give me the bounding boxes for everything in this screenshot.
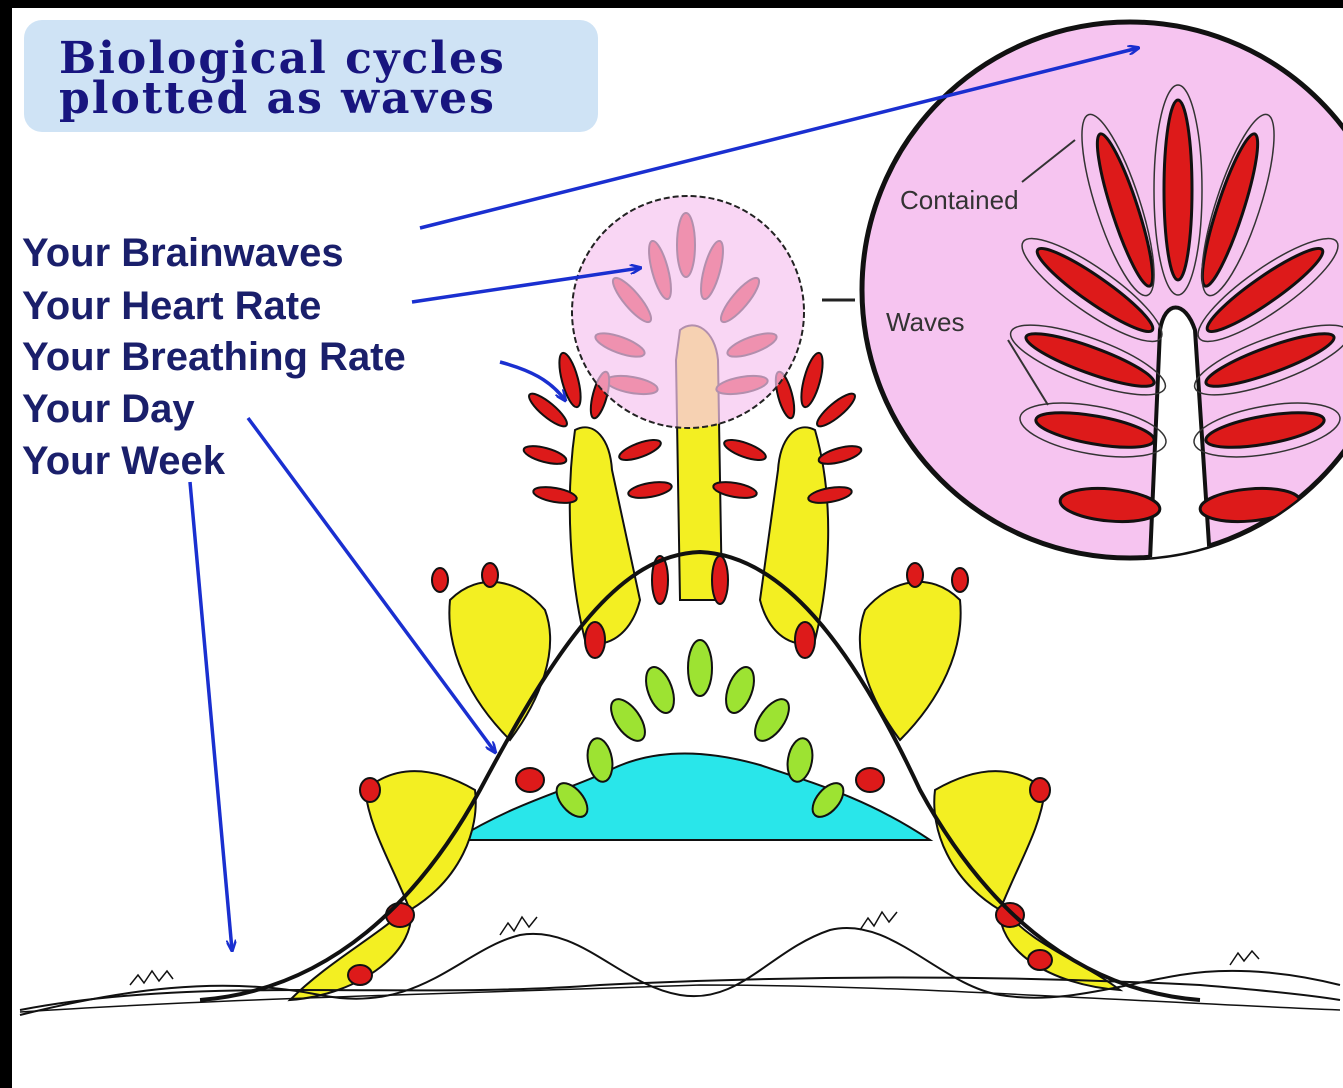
inset-label-contained: Contained bbox=[900, 185, 1019, 215]
inset-label-waves: Waves bbox=[886, 307, 965, 337]
magnifier-circle bbox=[572, 196, 804, 428]
arrow-week bbox=[190, 482, 232, 950]
inset-circle: Contained Waves bbox=[862, 22, 1343, 560]
arrow-day bbox=[248, 418, 495, 752]
